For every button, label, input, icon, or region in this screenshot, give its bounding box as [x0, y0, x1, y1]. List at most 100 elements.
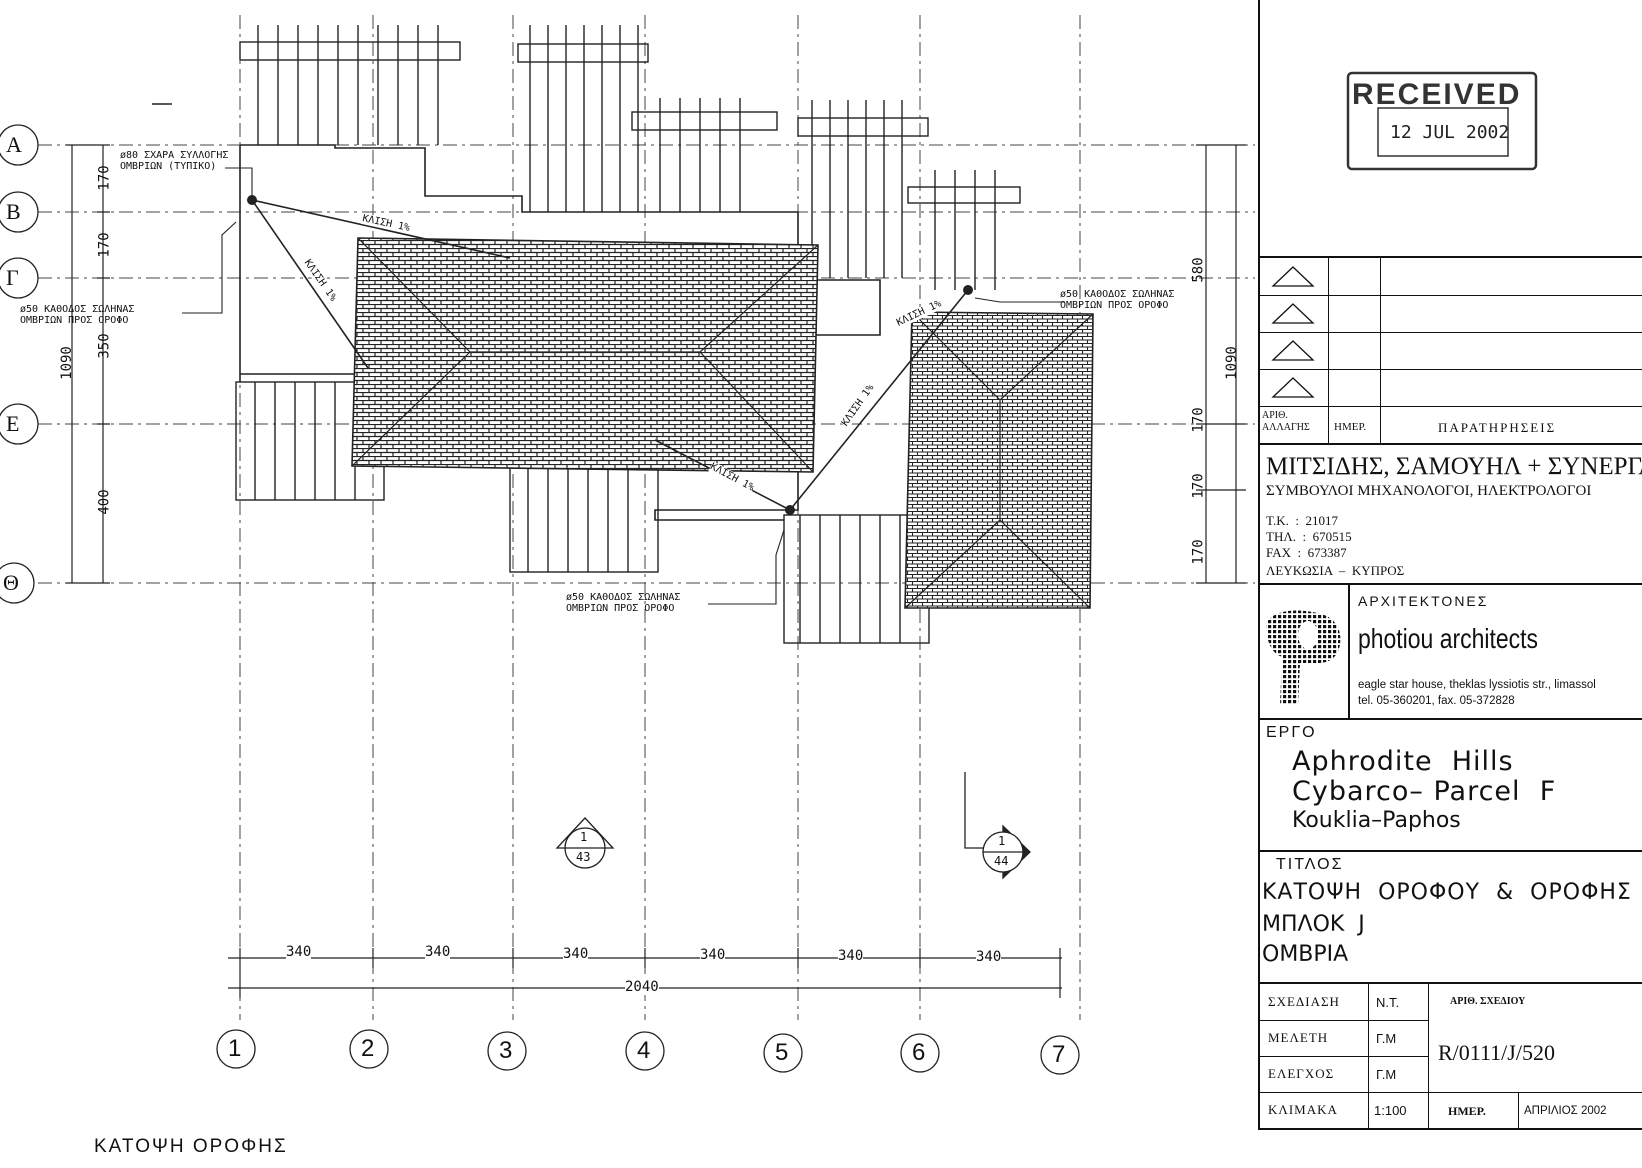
note-pipe-right: ø50 ΚΑΘΟΔΟΣ ΣΩΛΗΝΑΣ ΟΜΒΡΙΩΝ ΠΡΟΣ ΟΡΟΦΟ: [1060, 289, 1175, 311]
right-dimension-chain: [1196, 144, 1246, 584]
section-mark-43: [555, 817, 615, 869]
row-label-b: B: [6, 199, 21, 224]
left-dim-170a: 170: [96, 165, 113, 191]
left-dim-total: 1090: [58, 346, 75, 380]
design-value: Γ.Μ: [1376, 1031, 1397, 1046]
bottom-dim-3: 340: [563, 946, 589, 962]
col-label-2: 2: [361, 1035, 375, 1062]
rev-header-notes: ΠΑΡΑΤΗΡΗΣΕΙΣ: [1438, 420, 1557, 435]
title-line-1: ΚΑΤΟΨΗ ΟΡΟΦΟΥ & ΟΡΟΦΗΣ: [1262, 880, 1632, 905]
left-dim-170b: 170: [96, 232, 113, 258]
left-dim-400: 400: [96, 489, 113, 515]
left-dim-350: 350: [96, 333, 113, 359]
revision-triangles: [1271, 266, 1315, 398]
engineers-line-4: ΛΕΥΚΩΣΙΑ – ΚΥΠΡΟΣ: [1266, 563, 1405, 578]
bottom-dim-5: 340: [838, 948, 864, 964]
title-line-2: ΜΠΛΟΚ J: [1262, 912, 1365, 937]
col-label-3: 3: [499, 1037, 513, 1064]
architects-block: ΑΡΧΙΤΕΚΤΟΝΕΣ photiou architects eagle st…: [1258, 585, 1642, 720]
project-line-1: Aphrodite Hills: [1292, 746, 1514, 777]
section-mark-44: [964, 772, 1031, 880]
slope-label-4: ΚΛΙΣΗ 1%: [839, 382, 877, 429]
architects-tel: tel. 05-360201, fax. 05-372828: [1358, 695, 1515, 707]
title-block: [1258, 0, 1642, 1130]
check-label: ΕΛΕΓΧΟΣ: [1268, 1066, 1335, 1081]
engineers-line-3: FAX : 673387: [1266, 545, 1347, 560]
note-pipe-mid: ø50 ΚΑΘΟΔΟΣ ΣΩΛΗΝΑΣ ΟΜΒΡΙΩΝ ΠΡΟΣ ΟΡΟΦΟ: [566, 592, 681, 614]
drainage-lines: [251, 199, 969, 511]
dwg-number: R/0111/J/520: [1438, 1040, 1555, 1065]
project-label: ΕΡΓΟ: [1266, 724, 1317, 741]
engineers-line-2: ΤΗΛ. : 670515: [1266, 529, 1352, 544]
slope-label-5: ΚΛΙΣΗ 1%: [708, 461, 756, 494]
drain-points: [247, 195, 973, 515]
col-label-4: 4: [637, 1037, 651, 1064]
note-pipe-left: ø50 ΚΑΘΟΔΟΣ ΣΩΛΗΝΑΣ ΟΜΒΡΙΩΝ ΠΡΟΣ ΟΡΟΦΟ: [20, 304, 135, 326]
scale-value: 1:100: [1374, 1103, 1407, 1118]
architects-label: ΑΡΧΙΤΕΚΤΟΝΕΣ: [1358, 593, 1489, 609]
section-44-num: 1: [998, 834, 1006, 848]
col-label-5: 5: [775, 1039, 789, 1066]
col-label-1: 1: [228, 1035, 242, 1062]
drawn-label: ΣΧΕΔΙΑΣΗ: [1268, 994, 1340, 1009]
right-dim-total: 1090: [1223, 346, 1240, 380]
title-block-title: ΤΙΤΛΟΣ ΚΑΤΟΨΗ ΟΡΟΦΟΥ & ΟΡΟΦΗΣ ΜΠΛΟΚ J ΟΜ…: [1258, 852, 1642, 984]
row-label-e: E: [6, 411, 20, 436]
project-block: ΕΡΓΟ Aphrodite Hills Cybarco– Parcel F K…: [1258, 720, 1642, 852]
bottom-dim-6: 340: [976, 949, 1002, 965]
right-roof: [904, 311, 1094, 609]
project-line-3: Kouklia–Paphos: [1292, 808, 1461, 833]
engineers-name: ΜΙΤΣΙΔΗΣ, ΣΑΜΟΥΗΛ + ΣΥΝΕΡΓΑΤΕΣ: [1266, 453, 1642, 480]
right-dim-170b: 170: [1190, 473, 1207, 499]
row-label-a: A: [6, 132, 22, 157]
col-label-7: 7: [1052, 1041, 1066, 1068]
architects-name: photiou architects: [1358, 623, 1538, 654]
rev-header-date: ΗΜΕΡ.: [1334, 421, 1367, 433]
title-line-3: ΟΜΒΡΙΑ: [1262, 942, 1349, 967]
section-43-sheet: 43: [576, 850, 591, 864]
check-value: Γ.Μ: [1376, 1067, 1397, 1082]
row-bubbles: [0, 124, 39, 604]
received-stamp: [1346, 71, 1538, 171]
section-43-num: 1: [580, 830, 588, 844]
right-dim-580: 580: [1190, 257, 1207, 283]
column-bubbles: [216, 1029, 1080, 1075]
section-44-sheet: 44: [994, 854, 1009, 868]
slope-label-1: ΚΛΙΣΗ 1%: [361, 213, 411, 234]
info-grid: ΣΧΕΔΙΑΣΗ N.T. ΜΕΛΕΤΗ Γ.Μ ΕΛΕΓΧΟΣ Γ.Μ ΚΛΙ…: [1258, 984, 1642, 1128]
title-label: ΤΙΤΛΟΣ: [1276, 856, 1344, 873]
rev-header-number: ΑΡΙΘ. ΑΛΛΑΓΗΣ: [1262, 410, 1310, 433]
row-label-theta: Θ: [3, 570, 19, 595]
drawn-value: N.T.: [1376, 995, 1400, 1010]
col-label-6: 6: [912, 1039, 926, 1066]
bottom-dim-1: 340: [286, 944, 312, 960]
stamp-date: 12 JUL 2002: [1390, 122, 1510, 143]
revisions-table: ΑΡΙΘ. ΑΛΛΑΓΗΣ ΗΜΕΡ. ΠΑΡΑΤΗΡΗΣΕΙΣ: [1258, 256, 1642, 445]
right-dim-170c: 170: [1190, 539, 1207, 565]
column-grid-lines: [239, 15, 1081, 1020]
left-dimension-chain: [66, 144, 110, 584]
project-line-2: Cybarco– Parcel F: [1292, 776, 1557, 807]
scale-label: ΚΛΙΜΑΚΑ: [1268, 1102, 1338, 1117]
bottom-dim-2: 340: [425, 944, 451, 960]
date-label: ΗΜΕΡ.: [1448, 1104, 1486, 1118]
drawing-caption: ΚΑΤΟΨΗ ΟΡΟΦΗΣ: [94, 1136, 288, 1157]
right-dim-170a: 170: [1190, 407, 1207, 433]
main-roof: [351, 237, 819, 473]
bottom-dim-total: 2040: [625, 979, 659, 995]
engineers-block: ΜΙΤΣΙΔΗΣ, ΣΑΜΟΥΗΛ + ΣΥΝΕΡΓΑΤΕΣ ΣΥΜΒΟΥΛΟΙ…: [1258, 443, 1642, 585]
slope-label-3: ΚΛΙΣΗ 1%: [894, 298, 944, 329]
stamp-word: RECEIVED: [1352, 78, 1522, 111]
engineers-subtitle: ΣΥΜΒΟΥΛΟΙ ΜΗΧΑΝΟΛΟΓΟΙ, ΗΛΕΚΤΡΟΛΟΓΟΙ: [1266, 483, 1592, 499]
photiou-logo-icon: [1266, 610, 1341, 705]
architects-address: eagle star house, theklas lyssiotis str.…: [1358, 679, 1596, 691]
design-label: ΜΕΛΕΤΗ: [1268, 1030, 1329, 1045]
note-grate: ø80 ΣΧΑΡΑ ΣΥΛΛΟΓΗΣ ΟΜΒΡΙΩΝ (ΤΥΠΙΚΟ): [120, 150, 229, 172]
dwg-label: ΑΡΙΘ. ΣΧΕΔΙΟΥ: [1450, 996, 1526, 1007]
row-label-gamma: Γ: [6, 265, 19, 290]
slope-label-2: ΚΛΙΣΗ 1%: [301, 257, 339, 304]
date-value: ΑΠΡΙΛΙΟΣ 2002: [1524, 1105, 1607, 1117]
engineers-line-1: Τ.Κ. : 21017: [1266, 513, 1338, 528]
